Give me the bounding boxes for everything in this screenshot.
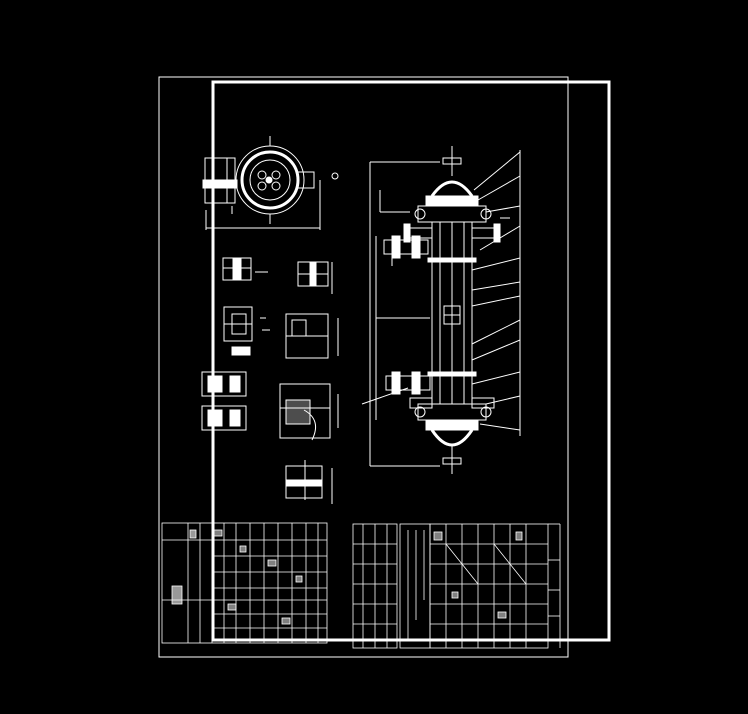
detail-views <box>201 257 339 504</box>
tube-sheet-end-view <box>202 136 339 230</box>
heat-exchanger-elevation <box>361 146 521 474</box>
technical-tables-right <box>352 523 561 649</box>
drawing-frame <box>211 80 611 642</box>
outer-sheet-border <box>158 76 569 658</box>
title-block-left <box>161 522 328 644</box>
